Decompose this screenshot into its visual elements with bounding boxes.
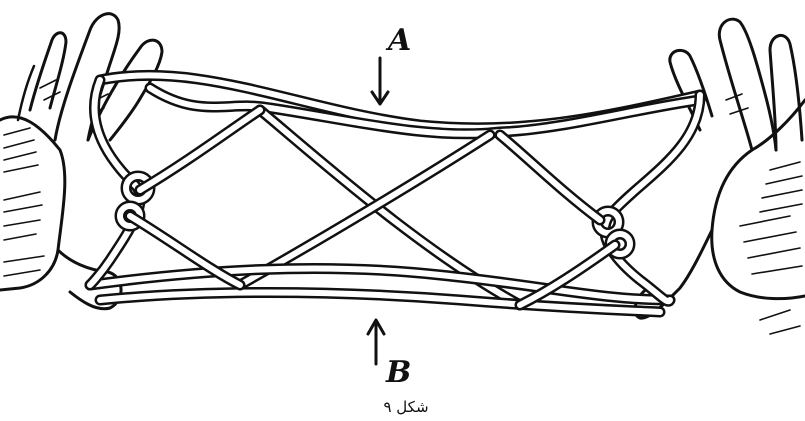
arrow-b xyxy=(366,318,386,366)
figure-caption: شکل ۹ xyxy=(383,398,428,416)
right-hand xyxy=(633,17,805,335)
label-a: A xyxy=(385,23,411,58)
string-loop xyxy=(84,69,706,318)
left-hand xyxy=(0,12,164,311)
label-b: B xyxy=(385,355,411,390)
arrow-a xyxy=(370,56,390,106)
